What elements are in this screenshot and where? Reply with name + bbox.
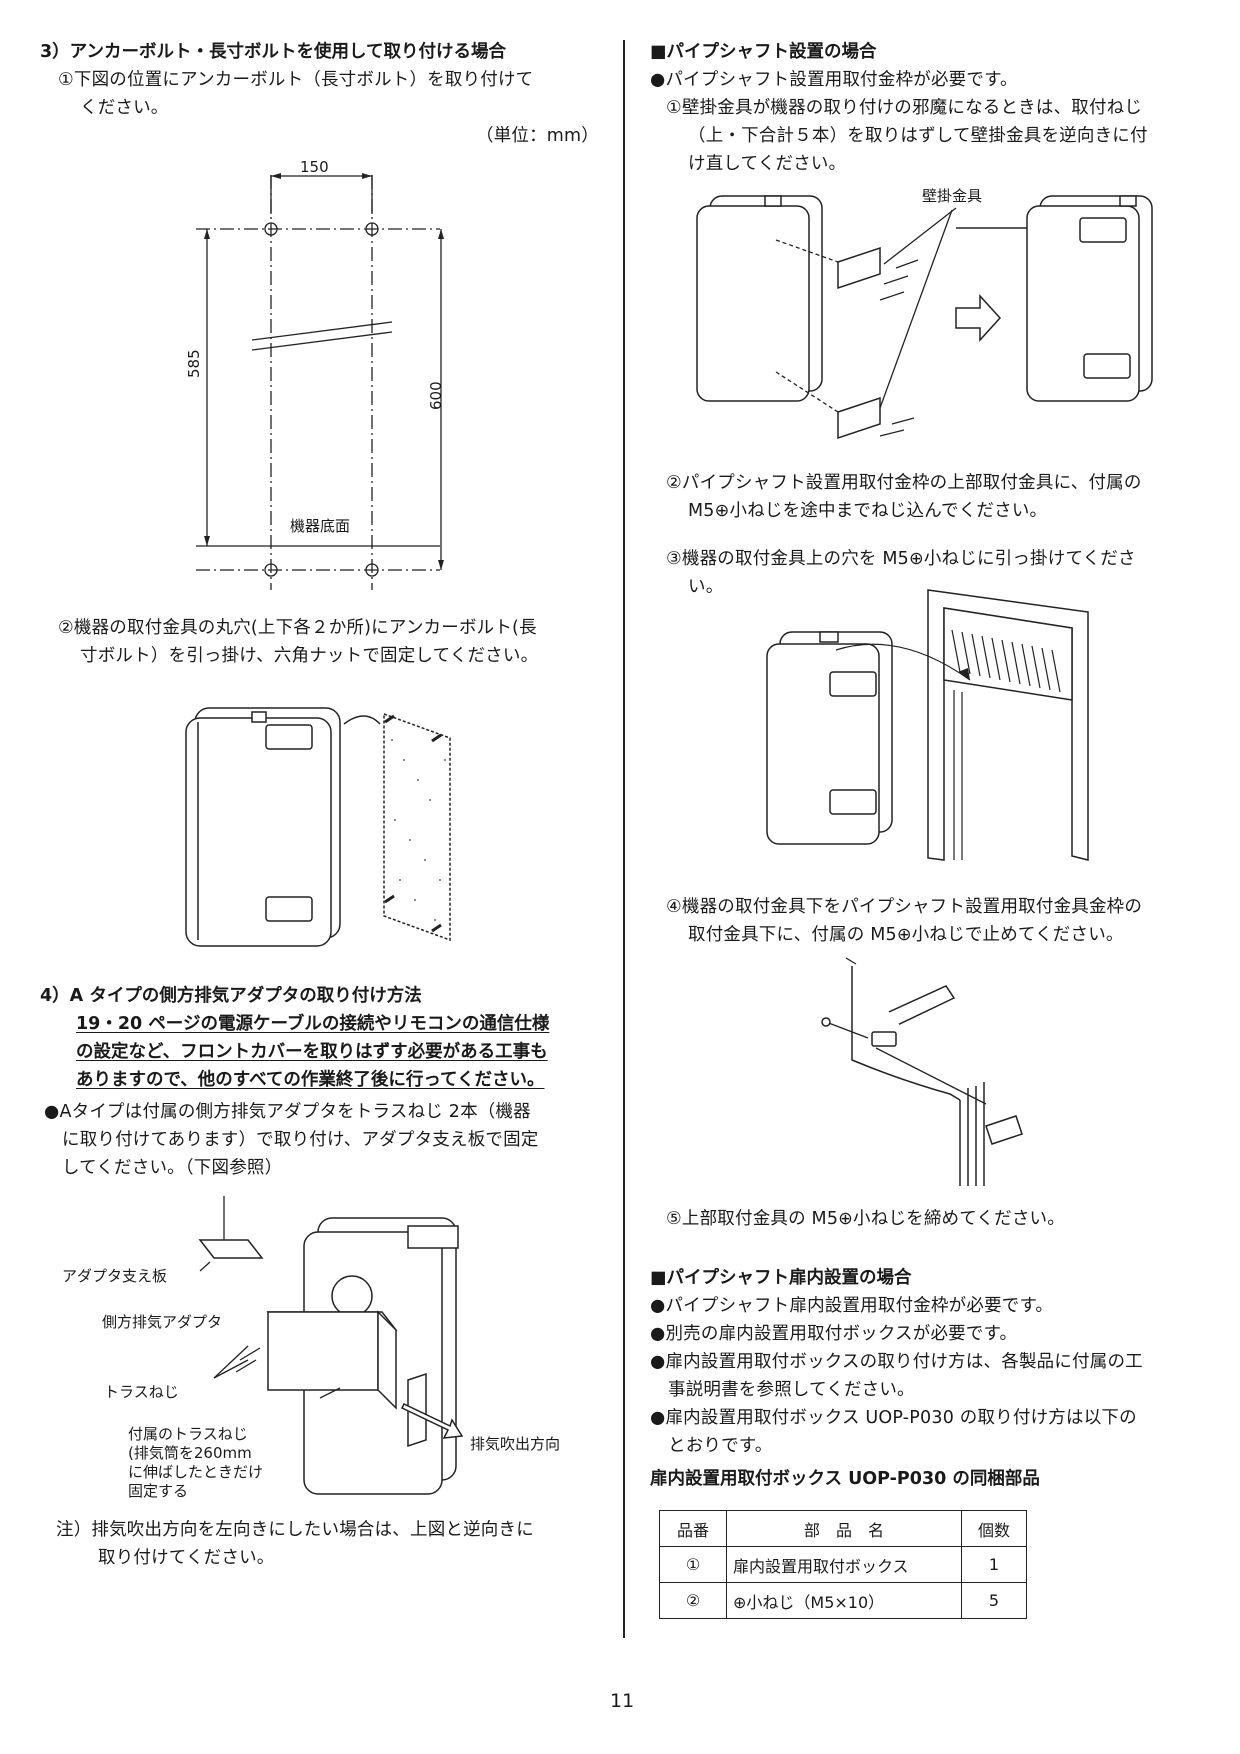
door-bullet-2: ●別売の扉内設置用取付ボックスが必要です。	[650, 1324, 1018, 1344]
door-bullet-4-line-1: ●扉内設置用取付ボックス UOP-P030 の取り付け方は以下の	[650, 1408, 1137, 1428]
accessory-screw-label-3: に伸ばしたときだけ	[128, 1463, 264, 1481]
truss-screw-label: トラスねじ	[104, 1383, 179, 1401]
row-2-name: ⊕小ねじ（M5×10）	[726, 1582, 962, 1619]
device-bottom-label: 機器底面	[290, 517, 351, 535]
ps-step-1-line-3: け直してください。	[688, 154, 847, 174]
ps-step-1-line-2: （上・下合計５本）を取りはずして壁掛金具を逆向きに付	[688, 126, 1148, 146]
ps-step-4-line-2: 取付金具下に、付属の M5⊕小ねじで止めてください。	[688, 925, 1124, 945]
wall-bracket-label: 壁掛金具	[922, 187, 983, 205]
note-line-2: 取り付けてください。	[98, 1548, 275, 1568]
parts-table: 品番 部 品 名 個数 ① 扉内設置用取付ボックス 1 ② ⊕小ねじ（M5×10…	[659, 1510, 1027, 1619]
parts-table-title: 扉内設置用取付ボックス UOP-P030 の同梱部品	[650, 1469, 1040, 1489]
step-1-line-2: ください。	[80, 98, 169, 118]
door-install-heading: ■パイプシャフト扉内設置の場合	[650, 1268, 912, 1288]
ps-step-2-line-2: M5⊕小ねじを途中までねじ込んでください。	[688, 501, 1048, 521]
table-row: ① 扉内設置用取付ボックス 1	[659, 1546, 1027, 1583]
bullet-line-2: に取り付けてあります）で取り付け、アダプタ支え板で固定	[62, 1130, 539, 1150]
door-bullet-1: ●パイプシャフト扉内設置用取付金枠が必要です。	[650, 1296, 1054, 1316]
column-divider	[623, 40, 625, 1638]
ps-step-4-line-1: ④機器の取付金具下をパイプシャフト設置用取付金具金枠の	[666, 897, 1143, 917]
warning-line-1: 19・20 ページの電源ケーブルの接続やリモコンの通信仕様	[76, 1014, 550, 1034]
ps-step-2-line-1: ②パイプシャフト設置用取付金枠の上部取付金具に、付属の	[666, 473, 1142, 493]
door-bullet-4-line-2: とおりです。	[668, 1436, 773, 1456]
side-exhaust-adapter-label: 側方排気アダプタ	[102, 1313, 223, 1331]
ps-step-3-line-1: ③機器の取付金具上の穴を M5⊕小ねじに引っ掛けてくださ	[666, 549, 1136, 569]
section-4-heading: 4）A タイプの側方排気アダプタの取り付け方法	[40, 986, 422, 1006]
table-row: ② ⊕小ねじ（M5×10） 5	[659, 1582, 1027, 1619]
adapter-support-plate-label: アダプタ支え板	[62, 1267, 168, 1285]
step-1-line-1: ①下図の位置にアンカーボルト（長寸ボルト）を取り付けて	[58, 70, 534, 90]
warning-line-2: の設定など、フロントカバーを取りはずす必要がある工事も	[76, 1042, 548, 1062]
header-quantity: 個数	[961, 1510, 1027, 1547]
ps-step-3-line-2: い。	[688, 577, 724, 597]
accessory-screw-label-2: (排気筒を260mm	[128, 1444, 252, 1462]
exhaust-direction-label: 排気吹出方向	[470, 1435, 561, 1453]
table-header-row: 品番 部 品 名 個数	[659, 1510, 1027, 1547]
page-number: 11	[610, 1690, 635, 1712]
row-1-name: 扉内設置用取付ボックス	[726, 1546, 962, 1583]
door-bullet-3-line-1: ●扉内設置用取付ボックスの取り付け方は、各製品に付属の工	[650, 1352, 1143, 1372]
row-2-number: ②	[659, 1582, 727, 1619]
row-1-number: ①	[659, 1546, 727, 1583]
row-1-quantity: 1	[961, 1546, 1027, 1583]
bullet-line-1: ●Aタイプは付属の側方排気アダプタをトラスねじ 2本（機器	[44, 1102, 531, 1122]
note-line-1: 注）排気吹出方向を左向きにしたい場合は、上図と逆向きに	[56, 1520, 534, 1540]
header-part-number: 品番	[659, 1510, 727, 1547]
step-2-line-2: 寸ボルト）を引っ掛け、六角ナットで固定してください。	[80, 646, 539, 666]
pipe-shaft-bullet: ●パイプシャフト設置用取付金枠が必要です。	[650, 70, 1018, 90]
accessory-screw-label-4: 固定する	[128, 1482, 189, 1500]
pipe-shaft-heading: ■パイプシャフト設置の場合	[650, 42, 877, 62]
warning-line-3: ありますので、他のすべての作業終了後に行ってください。	[76, 1070, 545, 1090]
door-bullet-3-line-2: 事説明書を参照してください。	[668, 1380, 915, 1400]
ps-step-5: ⑤上部取付金具の M5⊕小ねじを締めてください。	[666, 1209, 1065, 1229]
dimension-150: 150	[300, 158, 329, 176]
row-2-quantity: 5	[961, 1582, 1027, 1619]
header-part-name: 部 品 名	[726, 1510, 962, 1547]
bullet-line-3: してください。（下図参照）	[62, 1158, 283, 1178]
step-2-line-1: ②機器の取付金具の丸穴(上下各２か所)にアンカーボルト(長	[58, 618, 537, 638]
accessory-screw-label-1: 付属のトラスねじ	[128, 1425, 248, 1443]
ps-step-1-line-1: ①壁掛金具が機器の取り付けの邪魔になるときは、取付ねじ	[666, 98, 1143, 118]
section-3-heading: 3）アンカーボルト・長寸ボルトを使用して取り付ける場合	[40, 42, 506, 62]
unit-label: （単位：mm）	[476, 126, 599, 146]
